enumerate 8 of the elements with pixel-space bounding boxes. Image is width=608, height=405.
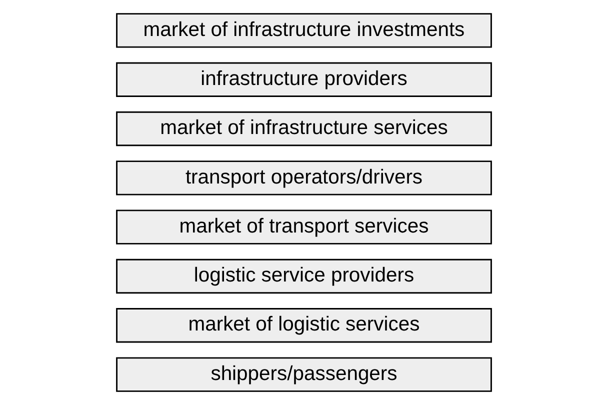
node-box: transport operators/drivers — [116, 160, 492, 196]
node-box: shippers/passengers — [116, 357, 492, 392]
node-box: market of infrastructure investments — [116, 13, 492, 48]
node-box: market of logistic services — [116, 308, 492, 343]
node-box: market of infrastructure services — [116, 111, 492, 146]
node-box: market of transport services — [116, 210, 492, 244]
node-box: infrastructure providers — [116, 62, 492, 97]
node-box: logistic service providers — [116, 258, 492, 294]
